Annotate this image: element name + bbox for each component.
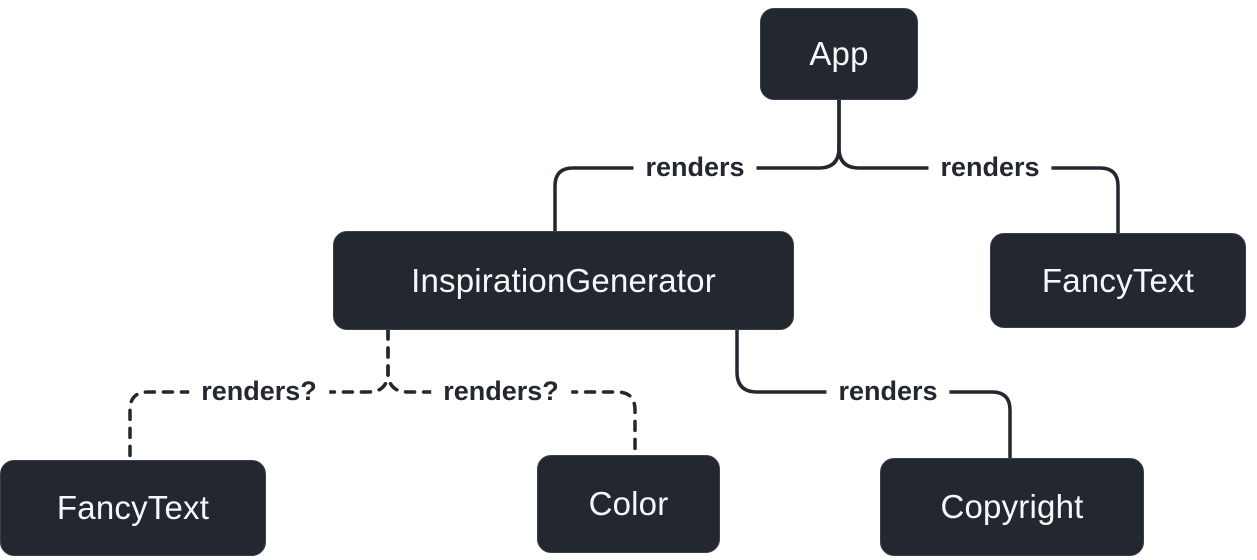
edge-label-inspiration-generator-to-fancy-text: renders? [189, 375, 329, 409]
node-copyright: Copyright [880, 458, 1144, 556]
edge-label-inspiration-generator-to-color: renders? [431, 375, 571, 409]
node-color: Color [537, 455, 720, 553]
node-app: App [760, 8, 918, 100]
node-fancy-text-bottom: FancyText [0, 460, 266, 556]
edge-label-app-to-inspiration-generator: renders [633, 151, 757, 185]
node-fancy-text-bottom-label: FancyText [56, 489, 210, 526]
node-inspiration-generator-label: InspirationGenerator [411, 261, 716, 299]
node-fancy-text-top-label: FancyText [1041, 261, 1195, 299]
node-fancy-text-top: FancyText [990, 233, 1246, 328]
edge-label-inspiration-generator-to-copyright: renders [826, 375, 950, 409]
node-inspiration-generator: InspirationGenerator [333, 231, 794, 330]
edge-label-app-to-fancy-text: renders [928, 151, 1052, 185]
node-copyright-label: Copyright [940, 488, 1084, 525]
node-app-label: App [809, 35, 869, 72]
node-color-label: Color [588, 485, 669, 522]
